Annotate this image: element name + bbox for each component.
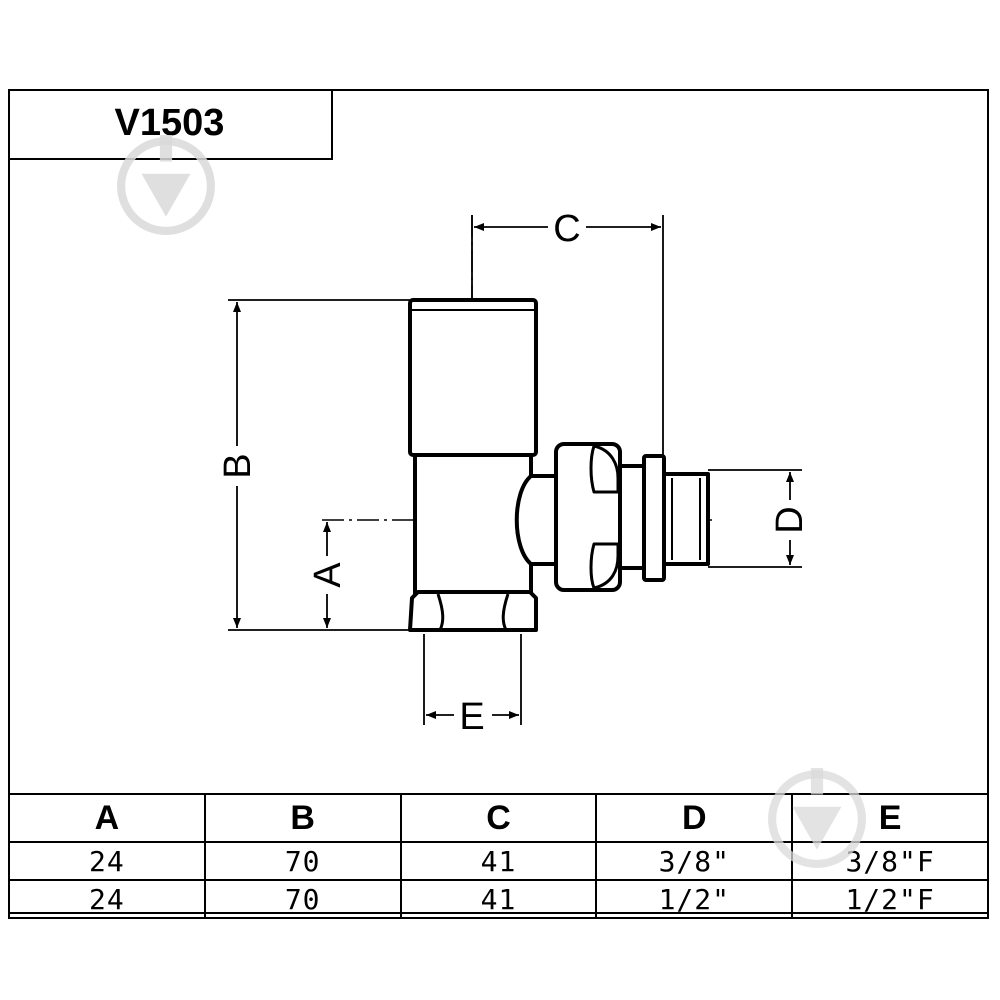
table-cell: 70: [203, 879, 402, 919]
extension-lines: [228, 215, 802, 725]
table-cell: 24: [8, 879, 206, 919]
table-row: 24 70 41 3/8" 3/8"F: [8, 841, 989, 881]
dim-label-a: A: [307, 562, 349, 588]
dim-label-e: E: [459, 696, 484, 738]
table-cell: 3/8": [595, 841, 794, 881]
table-cell: 70: [203, 841, 402, 881]
column-header-a: A: [8, 793, 206, 843]
table-cell: 41: [399, 879, 598, 919]
download-arrow-icon: [768, 768, 866, 868]
dim-label-b: B: [217, 453, 259, 478]
column-header-d: D: [595, 793, 794, 843]
table-row: 24 70 41 1/2" 1/2"F: [8, 879, 989, 919]
table-cell: 41: [399, 841, 598, 881]
table-header-row: A B C D E: [8, 793, 989, 843]
table-cell: 24: [8, 841, 206, 881]
valve-body: [408, 298, 710, 632]
column-header-b: B: [203, 793, 402, 843]
table-cell: 1/2"F: [791, 879, 989, 919]
download-arrow-icon: [117, 135, 215, 235]
dim-label-d: D: [769, 506, 811, 533]
dimension-spec-table: A B C D E 24 70 41 3/8" 3/8"F 24 70 41 1…: [8, 793, 989, 919]
column-header-c: C: [399, 793, 598, 843]
table-cell: 1/2": [595, 879, 794, 919]
dimension-labels: C B A D E: [217, 206, 811, 738]
dim-label-c: C: [553, 208, 580, 250]
